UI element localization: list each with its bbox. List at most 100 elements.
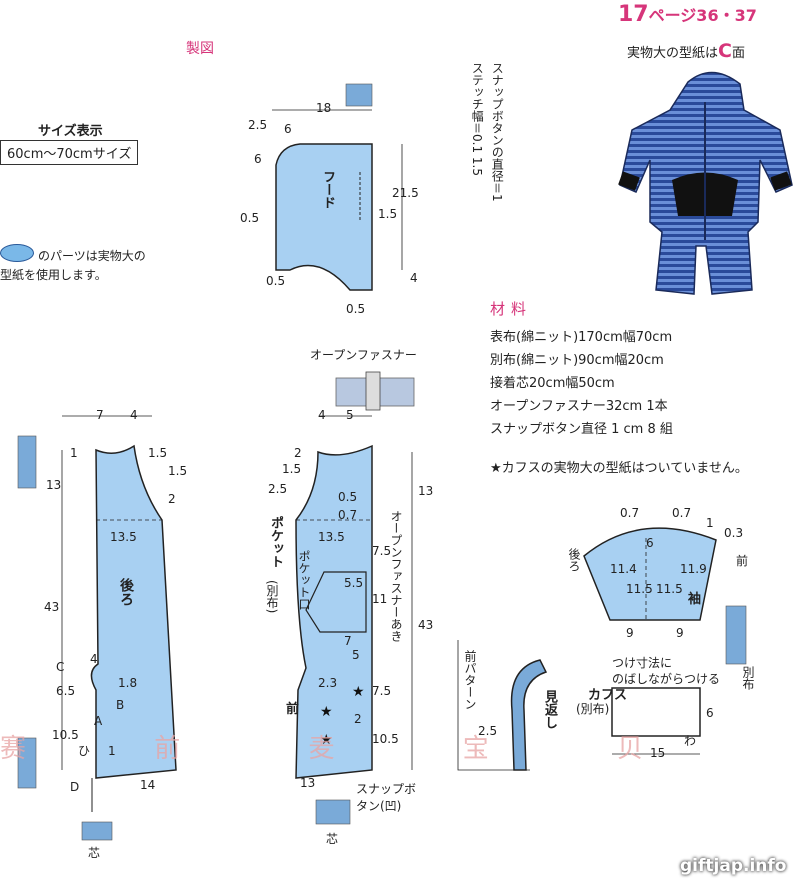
- dim-label: 5.5: [344, 576, 364, 590]
- cuffs-label: カフス: [588, 688, 628, 703]
- dim-label: 6.5: [56, 684, 76, 698]
- snap-label: スナップボタン(凹): [356, 782, 417, 813]
- legend-text: のパーツは実物大の: [38, 249, 146, 263]
- dim-label: 0.5: [346, 302, 366, 316]
- dim-label: 11.5: [656, 582, 683, 596]
- dim-label: 7: [344, 634, 352, 648]
- dim-label: 4: [318, 408, 326, 422]
- dim-label: 6: [706, 706, 714, 720]
- material-item: オープンファスナー32cm 1本: [490, 399, 668, 414]
- dim-label: 43: [418, 618, 434, 632]
- dim-label: 芯: [88, 846, 101, 860]
- dim-label: わ: [684, 734, 697, 748]
- hood-piece: [272, 109, 403, 291]
- material-item: 表布(綿ニット)170cm幅70cm: [490, 330, 673, 345]
- dim-label: 1: [706, 516, 714, 530]
- material-item: スナップボタン直径 1 cm 8 組: [490, 422, 673, 437]
- dim-label: 43: [44, 600, 60, 614]
- dim-label: 11.9: [680, 562, 707, 576]
- front-piece: [295, 415, 413, 779]
- dim-label: 4: [90, 652, 98, 666]
- pocket-opening-label: ポケット口: [297, 550, 311, 610]
- page-title: 17ページ36・37: [618, 2, 757, 27]
- dim-label: 4: [130, 408, 138, 422]
- cuffs-note-2: のばしながらつける: [612, 672, 721, 686]
- svg-text:★: ★: [320, 732, 333, 748]
- dim-label: 1.5: [378, 207, 398, 221]
- fastener-opening-label: オープンファスナーあき: [389, 510, 403, 642]
- pattern-note: 実物大の型紙はC面: [627, 40, 745, 62]
- dim-label: C: [56, 660, 65, 674]
- fastener-label: オープンファスナー: [310, 348, 417, 362]
- front-label: 前: [286, 702, 300, 717]
- dim-label: 0.5: [266, 274, 286, 288]
- separate-fabric-mark: 別布: [741, 666, 755, 690]
- dim-label: 10.5: [372, 732, 399, 746]
- dim-label: 18: [316, 101, 332, 115]
- dim-label: 1: [70, 446, 78, 460]
- dim-label: 14: [140, 778, 156, 792]
- dim-label: 0.7: [620, 506, 640, 520]
- dim-label: 1.5: [282, 462, 302, 476]
- dim-label: 2: [168, 492, 176, 506]
- snap-note: スナップボタンの直径＝1: [490, 62, 505, 202]
- legend-text-2: 型紙を使用します。: [0, 268, 107, 282]
- back-label: 後ろ: [118, 578, 134, 606]
- dim-label: 2.5: [248, 118, 268, 132]
- dim-label: ひ: [78, 744, 91, 758]
- dim-label: A: [94, 714, 103, 728]
- dim-label: 11.4: [610, 562, 637, 576]
- svg-text:★: ★: [352, 684, 365, 700]
- dim-label: 11: [372, 592, 388, 606]
- dim-label: 0.3: [724, 526, 744, 540]
- dim-label: 4: [410, 271, 418, 285]
- dim-label: 2: [294, 446, 302, 460]
- legend-swatch: [0, 244, 34, 262]
- dim-label: 5: [352, 648, 360, 662]
- dim-label: 0.5: [338, 490, 358, 504]
- cuffs-fabric: (別布): [576, 702, 610, 716]
- dim-label: 9: [626, 626, 634, 640]
- dim-label: 2.5: [478, 724, 498, 738]
- dim-label: 0.5: [240, 211, 260, 225]
- dim-label: 13: [300, 776, 316, 790]
- dim-label: 13.5: [110, 530, 137, 544]
- back-piece: [61, 415, 177, 779]
- facing-label: 見返し: [542, 690, 557, 729]
- dim-label: D: [70, 780, 80, 794]
- sleeve-back-mark: 後ろ: [567, 548, 581, 572]
- materials-title: 材料: [490, 300, 533, 318]
- cuffs-note-1: つけ寸法に: [612, 656, 673, 670]
- dim-label: 2.5: [268, 482, 288, 496]
- dim-label: 11.5: [626, 582, 653, 596]
- dim-label: 6: [284, 122, 292, 136]
- dim-label: 5: [346, 408, 354, 422]
- dim-label: 芯: [326, 832, 339, 846]
- dim-label: 6: [646, 536, 654, 550]
- sleeve-label: 袖: [688, 592, 702, 607]
- stitch-note: ステッチ幅＝0.1 1.5: [470, 62, 485, 176]
- dim-label: 7.5: [372, 684, 392, 698]
- dim-label: 1.5: [148, 446, 168, 460]
- hood-label: フード: [320, 170, 335, 209]
- watermark: 赛 前 麦 宝 贝: [0, 734, 704, 764]
- cuffs-note: ★カフスの実物大の型紙はついていません。: [490, 461, 748, 476]
- dim-label: 6: [254, 152, 262, 166]
- dim-label: B: [116, 698, 125, 712]
- dim-label: 13: [46, 478, 62, 492]
- site-label: giftjap.info: [680, 856, 787, 876]
- dim-label: 10.5: [52, 728, 79, 742]
- pocket-label: ポケット: [268, 516, 283, 568]
- dim-label: 7.5: [372, 544, 392, 558]
- dim-label: 21.5: [392, 186, 419, 200]
- material-item: 別布(綿ニット)90cm幅20cm: [490, 353, 664, 368]
- dim-label: 15: [650, 746, 666, 760]
- section-label: 製図: [186, 41, 214, 57]
- sleeve-piece: [583, 527, 717, 621]
- dim-label: 1.8: [118, 676, 138, 690]
- romper-illustration: [618, 71, 793, 295]
- size-box-title: サイズ表示: [38, 124, 103, 139]
- dim-label: 13: [418, 484, 434, 498]
- dim-label: 13.5: [318, 530, 345, 544]
